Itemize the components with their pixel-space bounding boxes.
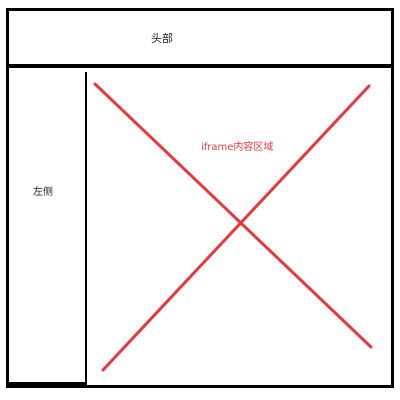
content-label: iframe内容区域 [201,142,274,153]
sidebar-label: 左侧 [33,187,53,198]
header-region: 头部 [9,11,391,68]
layout-frame: 头部 左侧 iframe内容区域 [6,8,394,388]
cross-line-top-left-bottom-right [93,82,373,349]
header-label: 头部 [151,31,173,45]
cross-line-top-right-bottom-left [101,84,371,372]
sidebar-region: 左侧 [9,72,87,385]
placeholder-cross [93,82,373,372]
iframe-content-region: iframe内容区域 [87,72,391,385]
